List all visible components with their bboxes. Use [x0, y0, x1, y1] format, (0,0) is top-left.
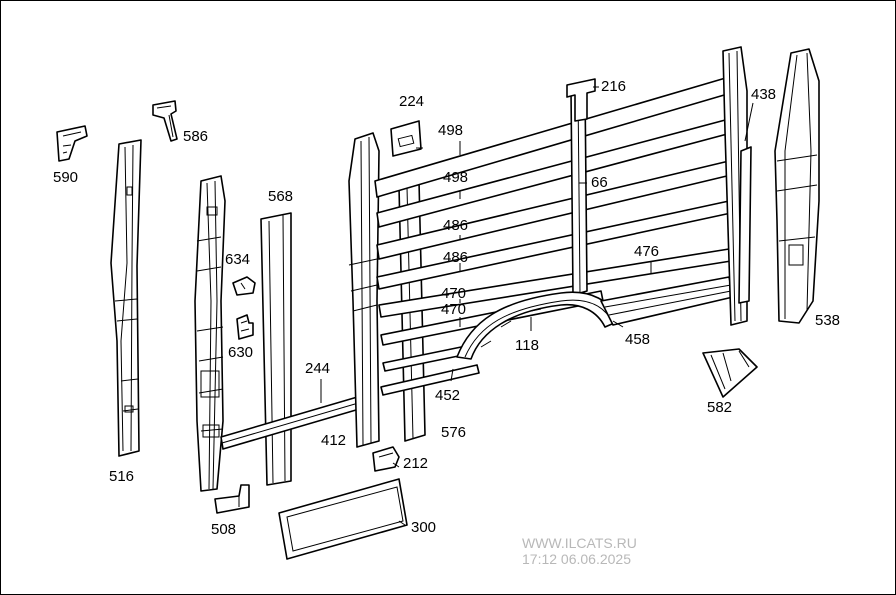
part-634-clip [232, 276, 256, 296]
callout-66: 66 [591, 174, 608, 191]
part-586-gusset [152, 100, 178, 142]
callout-498-lower: 498 [443, 169, 468, 186]
callout-486-upper: 486 [443, 217, 468, 234]
watermark-timestamp: 17:12 06.06.2025 [522, 551, 631, 567]
callout-452: 452 [435, 387, 460, 404]
callout-538: 538 [815, 312, 840, 329]
part-224-plate [390, 120, 422, 157]
part-516-pillar [110, 139, 142, 457]
callout-216: 216 [601, 78, 626, 95]
watermark-site: WWW.ILCATS.RU [522, 535, 637, 551]
part-590-bracket [56, 125, 88, 162]
part-582-gusset [702, 348, 758, 398]
leader-lines [320, 86, 754, 526]
part-front-pillar-assembly [194, 175, 226, 492]
part-244-sill [220, 392, 374, 450]
part-300-panel [278, 478, 408, 560]
callout-438: 438 [751, 86, 776, 103]
callout-486-lower: 486 [443, 249, 468, 266]
part-630-bracket [236, 314, 254, 340]
part-508-bracket [214, 484, 250, 514]
part-216-bracket [566, 78, 596, 122]
callout-470-upper: 470 [441, 285, 466, 302]
callout-476: 476 [634, 243, 659, 260]
callout-470-lower: 470 [441, 301, 466, 318]
callout-300: 300 [411, 519, 436, 536]
part-538-corner-panel [774, 48, 820, 324]
callout-582: 582 [707, 399, 732, 416]
callout-244: 244 [305, 360, 330, 377]
callout-498-upper: 498 [438, 122, 463, 139]
callout-508: 508 [211, 521, 236, 538]
callout-586: 586 [183, 128, 208, 145]
callout-634: 634 [225, 251, 250, 268]
callout-118: 118 [515, 337, 539, 354]
callout-224: 224 [399, 93, 424, 110]
callout-576: 576 [441, 424, 466, 441]
part-412-pillar [348, 132, 380, 448]
callout-516: 516 [109, 468, 134, 485]
callout-630: 630 [228, 344, 253, 361]
callout-212: 212 [403, 455, 428, 472]
callout-labels: 590 586 516 634 630 508 568 244 412 224 … [53, 78, 840, 538]
watermark: WWW.ILCATS.RU 17:12 06.06.2025 [522, 535, 637, 567]
part-458-floor-rail [600, 276, 734, 326]
part-438-pillar [722, 46, 752, 326]
part-568-pillar [260, 212, 292, 486]
callout-458: 458 [625, 331, 650, 348]
callout-412: 412 [321, 432, 346, 449]
callout-568: 568 [268, 188, 293, 205]
callout-590: 590 [53, 169, 78, 186]
part-side-frame-rails [374, 76, 732, 396]
part-212-clip [372, 446, 400, 472]
